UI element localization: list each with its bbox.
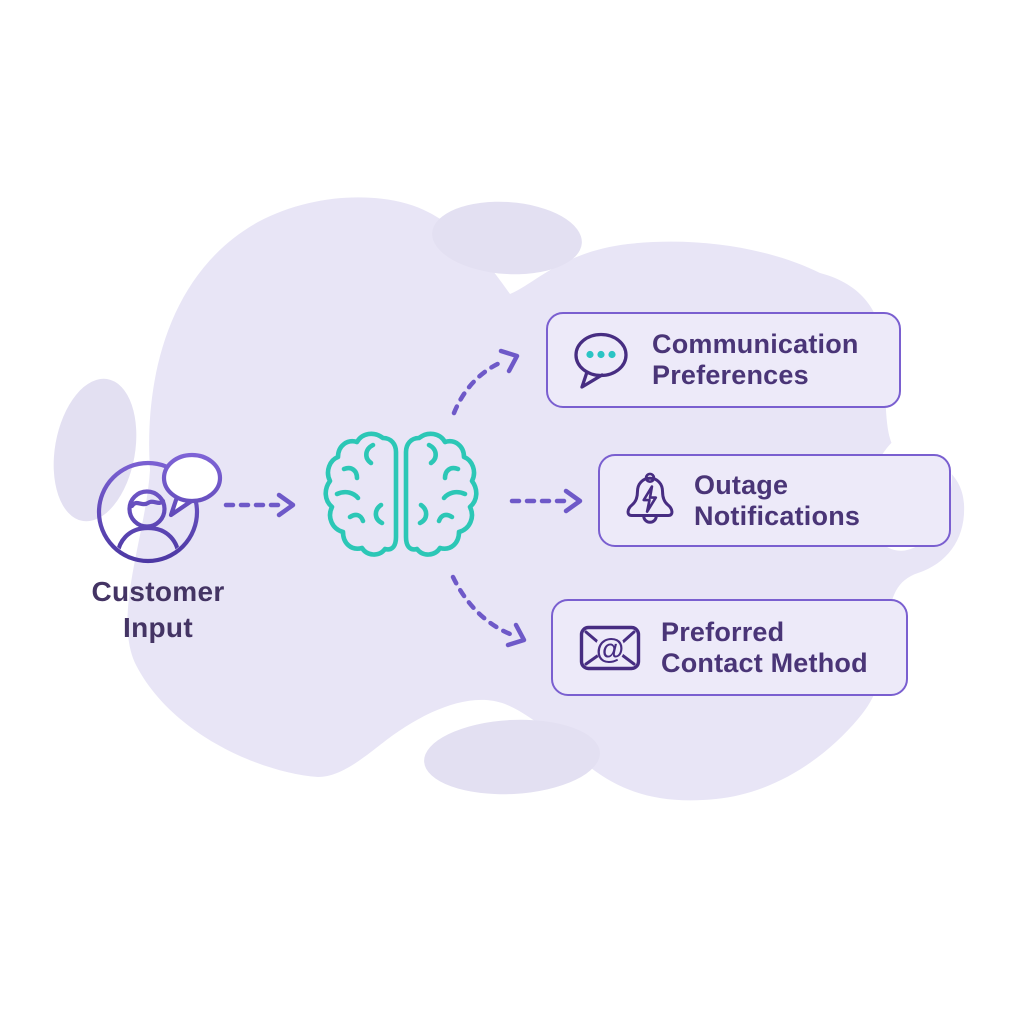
bubble-dot [597,350,605,359]
floating-blob-left [53,378,137,522]
lightning-bolt-glyph [642,484,658,513]
speech-bubble-icon [161,452,223,504]
arrow-brain-to-contact [450,574,527,648]
arrow-brain-to-communication [451,348,520,416]
card-title-line2: Contact Method [661,647,868,678]
output-card-preforred-contact-method: @ Preforred Contact Method [551,599,908,696]
floating-blob-top [432,201,582,275]
card-title-line1: Preforred [661,616,785,647]
person-speech-bubble-icon [96,452,223,564]
arrow-customer-to-brain [223,492,296,518]
arrow-brain-to-outage [509,488,583,514]
customer-label-line2: Input [123,612,193,643]
floating-blob-bottom [424,719,600,795]
bubble-dot [608,350,616,359]
envelope-at-icon: @ [579,625,641,670]
card-title-line1: Communication [652,329,859,359]
at-symbol-glyph: @ [596,633,624,665]
card-title-line1: Outage [694,469,789,500]
card-title-line2: Notifications [694,500,861,531]
customer-input-label: Customer Input [58,574,258,646]
bell-lightning-icon [626,472,674,524]
bubble-dot [586,350,594,359]
output-card-outage-notifications: Outage Notifications [598,454,951,547]
customer-label-line1: Customer [91,576,225,607]
speech-bubble-dots-icon [574,332,628,389]
output-card-communication-preferences: Communication Preferences [546,312,901,408]
card-title-line2: Preferences [652,360,809,390]
